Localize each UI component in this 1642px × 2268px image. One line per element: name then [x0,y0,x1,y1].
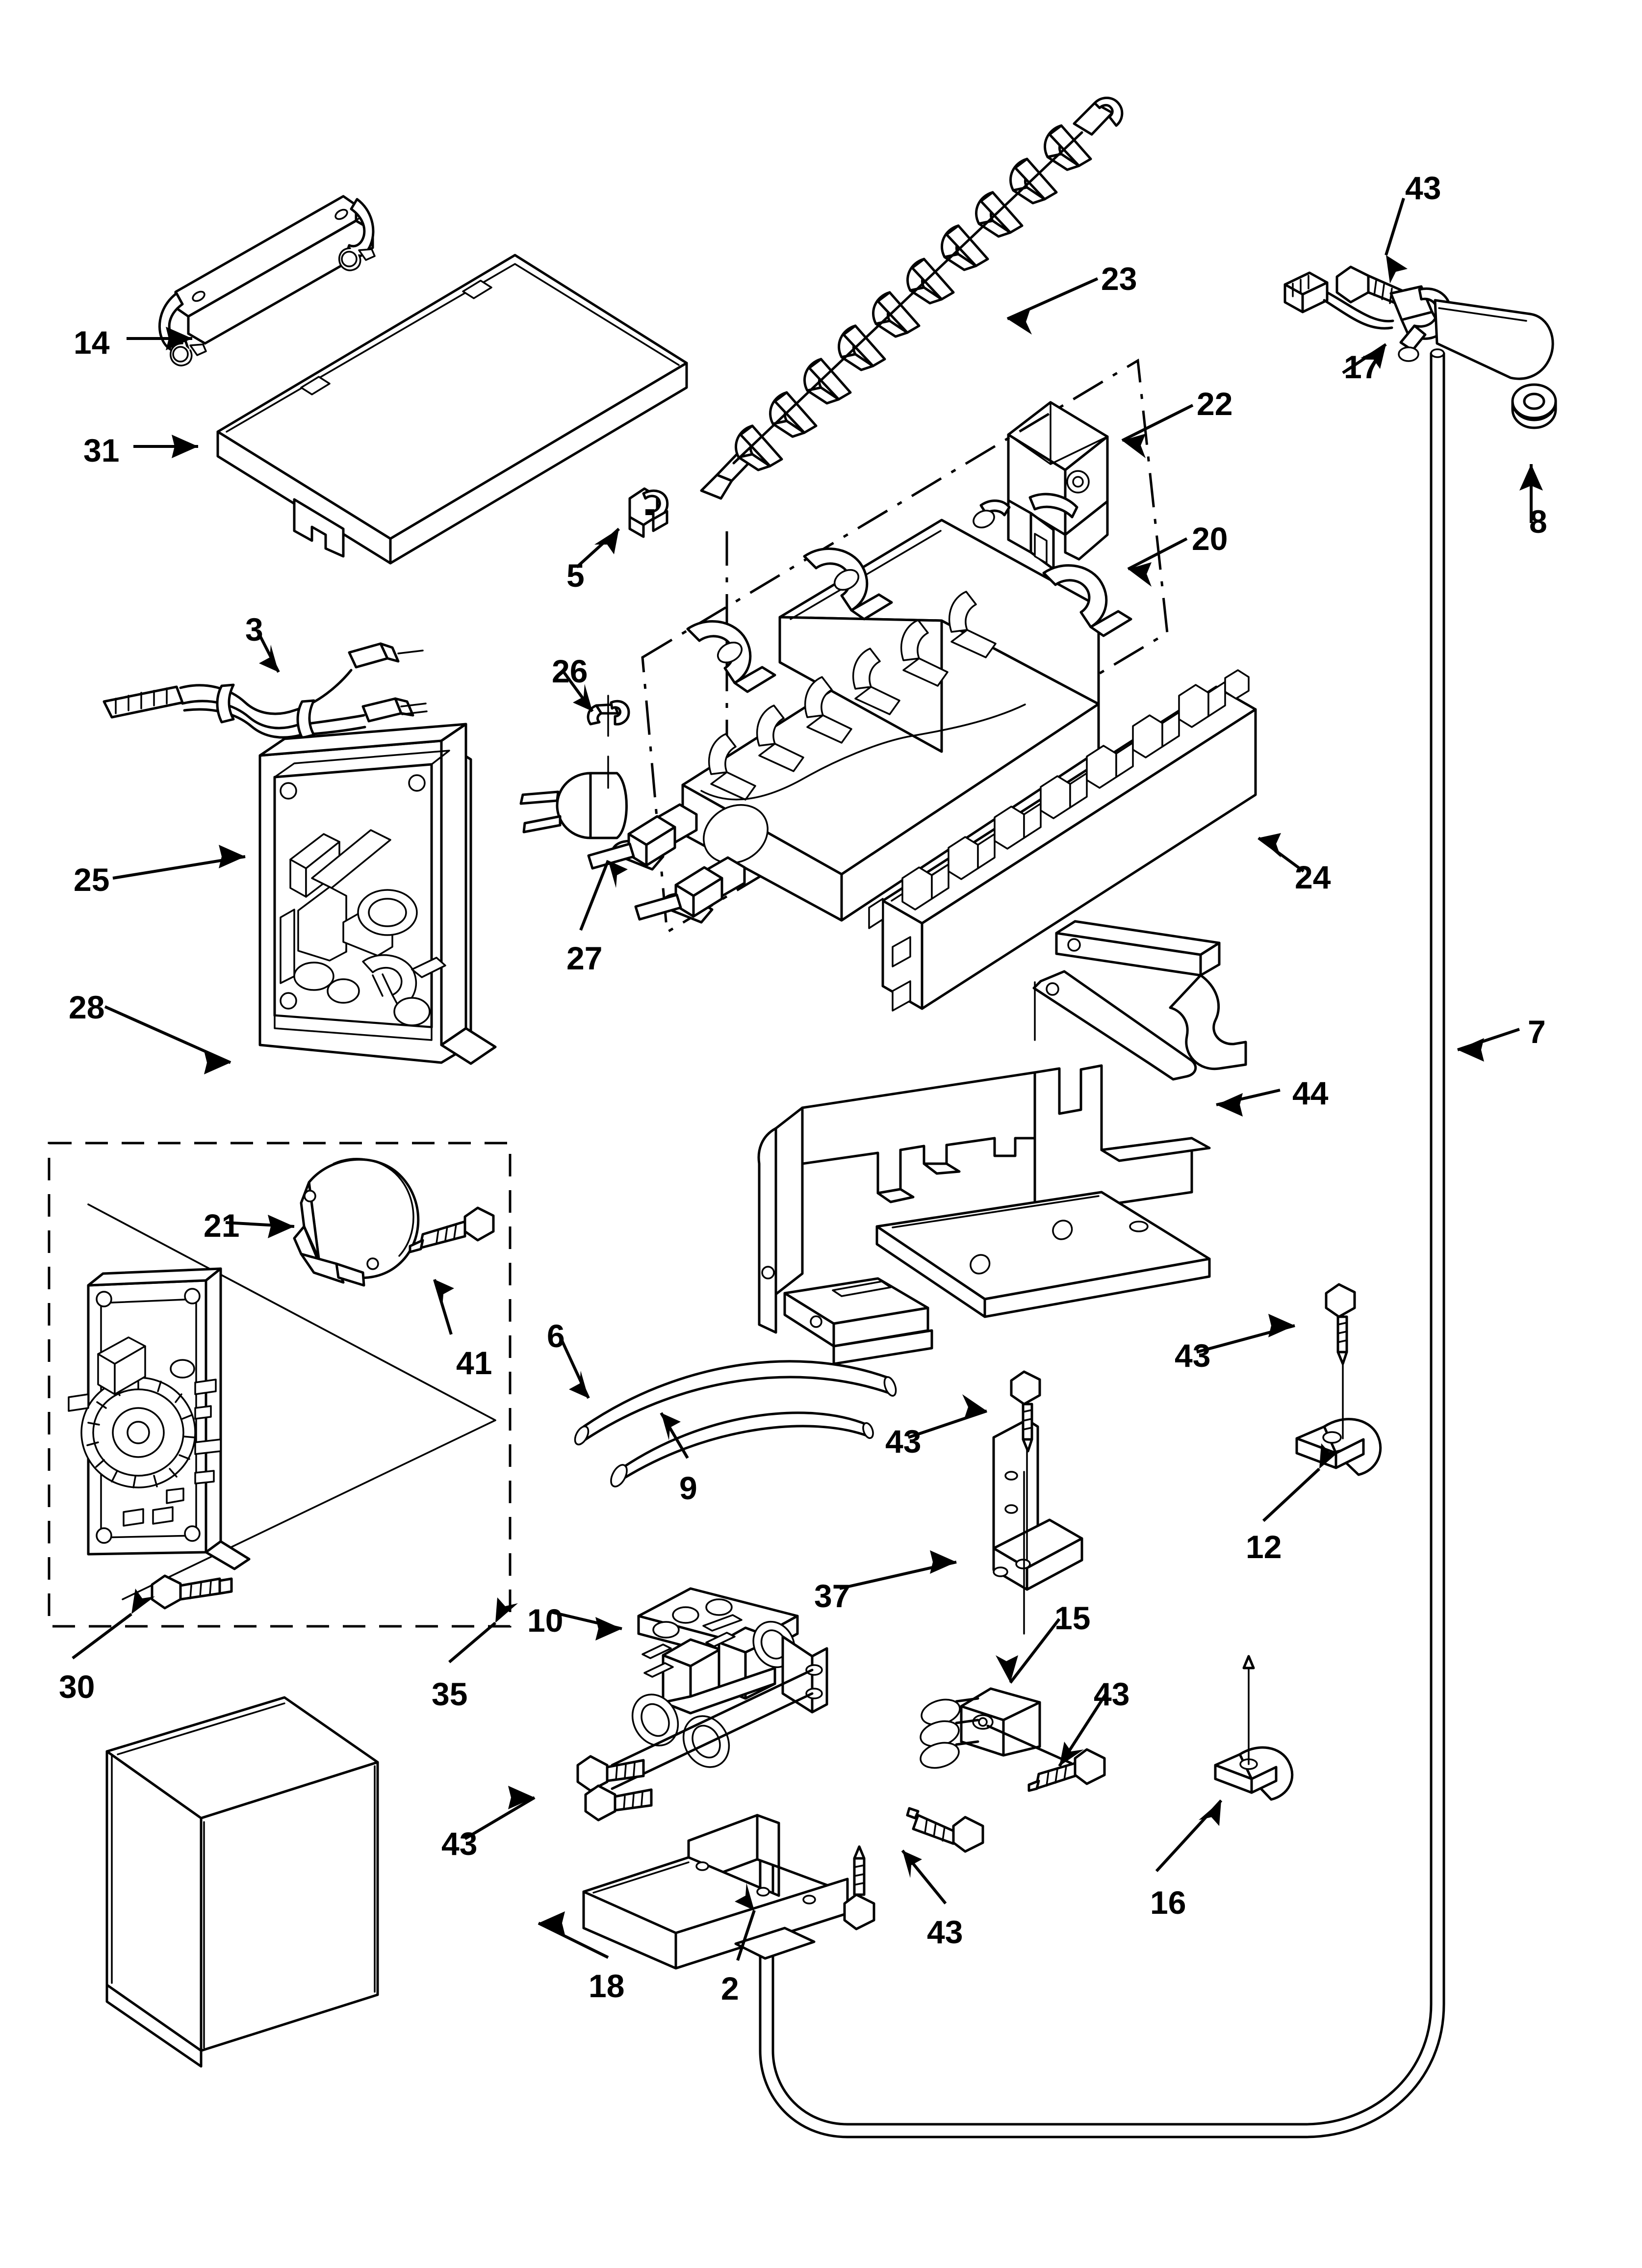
callout-angle-bracket[interactable]: 37 [814,1578,850,1614]
part-27-motor-coupler [519,756,628,839]
part-41-motor-screw [409,1206,495,1253]
callout-ice-mold[interactable]: 20 [1192,521,1228,557]
callout-water-inlet-valve[interactable]: 10 [527,1602,564,1639]
callout-grommet-washer[interactable]: 8 [1529,503,1547,540]
part-17-thermostat-clamp [1283,271,1554,380]
part-2-valve-mounting-bracket [582,1814,875,1970]
callout-drive-motor[interactable]: 21 [204,1207,240,1244]
callout-wire-harness[interactable]: 3 [245,611,263,648]
callout-retainer-clip[interactable]: 5 [566,557,585,594]
part-37-angle-bracket [992,1370,1083,1635]
part-30-module-mount-screw [151,1574,233,1610]
callout-ejector-auger[interactable]: 23 [1101,261,1137,297]
part-23-ejector-auger [700,97,1124,500]
part-43-screw-12 [1325,1283,1356,1439]
callout-hex-head-screw[interactable]: 43 [1094,1676,1130,1712]
part-24-ice-stripper [868,669,1257,1081]
callout-hex-head-screw[interactable]: 43 [441,1825,478,1862]
part-43-screw-bracket2 [906,1807,984,1853]
callout-motor-screw[interactable]: 41 [456,1345,492,1381]
part-8-grommet-washer [1511,383,1557,429]
part-35-module-plate [68,1267,251,1570]
part-7-water-tube-long [759,348,1445,2138]
callout-motor-coupler[interactable]: 27 [566,940,603,976]
part-20-ice-mold [587,358,1169,935]
callout-ice-stripper[interactable]: 24 [1295,859,1331,895]
callout-module-screw[interactable]: 28 [69,989,105,1025]
callout-water-tube-upper[interactable]: 6 [547,1318,565,1354]
callout-hex-head-screw[interactable]: 43 [1405,170,1441,206]
callout-valve-mounting-bracket[interactable]: 2 [721,1970,739,2007]
part-5-retainer-clip [628,487,669,538]
callout-fill-cup[interactable]: 22 [1197,386,1233,422]
callout-thermostat-clamp[interactable]: 17 [1344,349,1380,385]
callout-tube-clamp[interactable]: 16 [1150,1884,1186,1921]
part-25-control-module-housing [258,723,497,1065]
callout-ice-storage-container[interactable]: 18 [589,1968,625,2004]
callout-icemaker-module-assembly[interactable]: 35 [432,1676,468,1712]
part-31-ice-bin-cover [216,254,688,565]
callout-water-tube-long[interactable]: 7 [1528,1014,1546,1050]
part-3-wire-harness [103,642,428,739]
callout-ice-bin-rail[interactable]: 14 [74,324,110,361]
part-10-water-inlet-valve [576,1587,828,1822]
callout-tube-clamp[interactable]: 12 [1246,1529,1282,1565]
callout-control-module-housing[interactable]: 25 [74,861,110,898]
callout-hex-head-screw[interactable]: 43 [927,1914,963,1950]
callout-water-tube-lower[interactable]: 9 [679,1470,697,1506]
callout-hex-head-screw[interactable]: 43 [1175,1337,1211,1374]
group-35-icemaker-module-assembly [48,1142,512,1628]
callout-hex-head-screw[interactable]: 43 [885,1423,922,1460]
callout-icemaker-support-bracket[interactable]: 44 [1292,1075,1329,1111]
part-18-ice-storage-container [105,1696,379,2068]
part-43-screw-37 [1010,1370,1041,1453]
callout-ice-bin-cover[interactable]: 31 [83,432,120,469]
callout-spring-clip-bracket[interactable]: 15 [1054,1600,1091,1636]
part-43-screw-2 [843,1845,875,1930]
part-16-tube-clamp [1214,1655,1294,1801]
part-43-screw-15 [1027,1748,1106,1792]
part-21-drive-motor [293,1158,420,1287]
part-15-spring-clip-bracket [920,1687,1106,1792]
callout-module-mount-screw[interactable]: 30 [59,1668,95,1705]
part-44-icemaker-support-bracket [757,920,1247,1365]
part-22-fill-cup [973,401,1109,571]
callout-shaft-clip[interactable]: 26 [552,653,588,689]
part-9-water-tube-lower [610,1411,874,1487]
part-6-water-tube-upper [574,1360,897,1446]
